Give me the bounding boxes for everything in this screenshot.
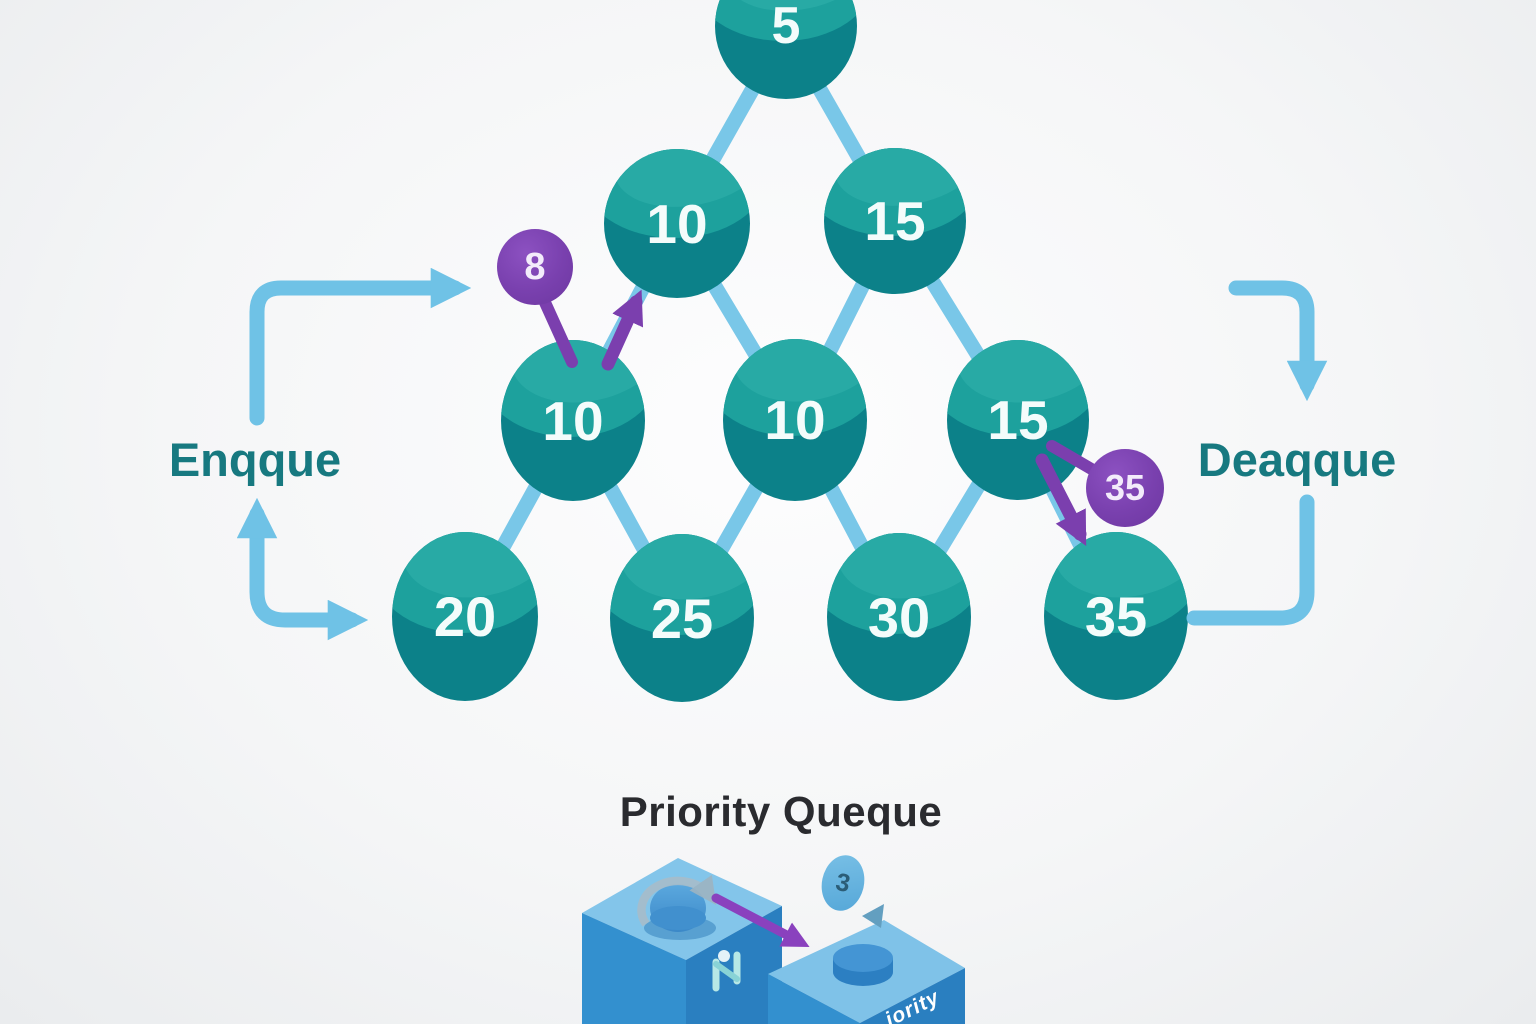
puck-top [833, 944, 893, 972]
dequeue-arrow-bottom [1186, 494, 1315, 626]
insert-node-stem [537, 292, 578, 368]
insert-value-bubble: 8 [497, 229, 573, 305]
node-value: 35 [1104, 467, 1146, 508]
heap-node: 10 [501, 340, 645, 501]
box-transfer-arrow [711, 893, 810, 948]
node-value: 15 [987, 389, 1049, 451]
heap-node: 15 [947, 340, 1089, 500]
logo-icon [712, 950, 741, 992]
node-value: 10 [764, 389, 826, 451]
heap-node: 30 [827, 533, 971, 701]
enqueue-arrow-bottom [236, 497, 369, 641]
node-value: 20 [433, 585, 497, 648]
node-value: 15 [864, 190, 926, 252]
dome-base [650, 906, 706, 930]
enqueue-box [582, 858, 782, 1024]
extract-value-bubble: 35 [1086, 449, 1164, 527]
node-value: 10 [646, 192, 708, 255]
sift-up-arrow [601, 289, 644, 371]
diagram-title: Priority Queque [619, 788, 943, 835]
node-value: 8 [524, 245, 546, 288]
dequeue-arrow-top [1228, 280, 1328, 402]
enqueue-arrow-top [249, 267, 472, 426]
queue-boxes-illustration [582, 858, 965, 1024]
sift-down-arrow [1035, 453, 1087, 547]
rotate-arrow-icon [637, 874, 717, 927]
heap-node: 20 [392, 532, 538, 701]
dequeue-box [768, 904, 965, 1024]
enqueue-label: Enqque [168, 433, 342, 486]
heap-node: 15 [824, 148, 966, 294]
node-value: 5 [771, 0, 801, 55]
heap-node: 10 [723, 339, 867, 501]
heap-node: 10 [604, 149, 750, 298]
dequeue-label: Deaqque [1197, 433, 1397, 486]
heap-node: 25 [610, 534, 754, 702]
node-value: 10 [542, 389, 604, 452]
node-value: 35 [1084, 584, 1148, 648]
heap-node: 35 [1044, 532, 1188, 700]
node-value: 25 [650, 586, 714, 650]
insert-direction-cone-icon [862, 904, 884, 928]
node-value: 30 [867, 585, 931, 649]
